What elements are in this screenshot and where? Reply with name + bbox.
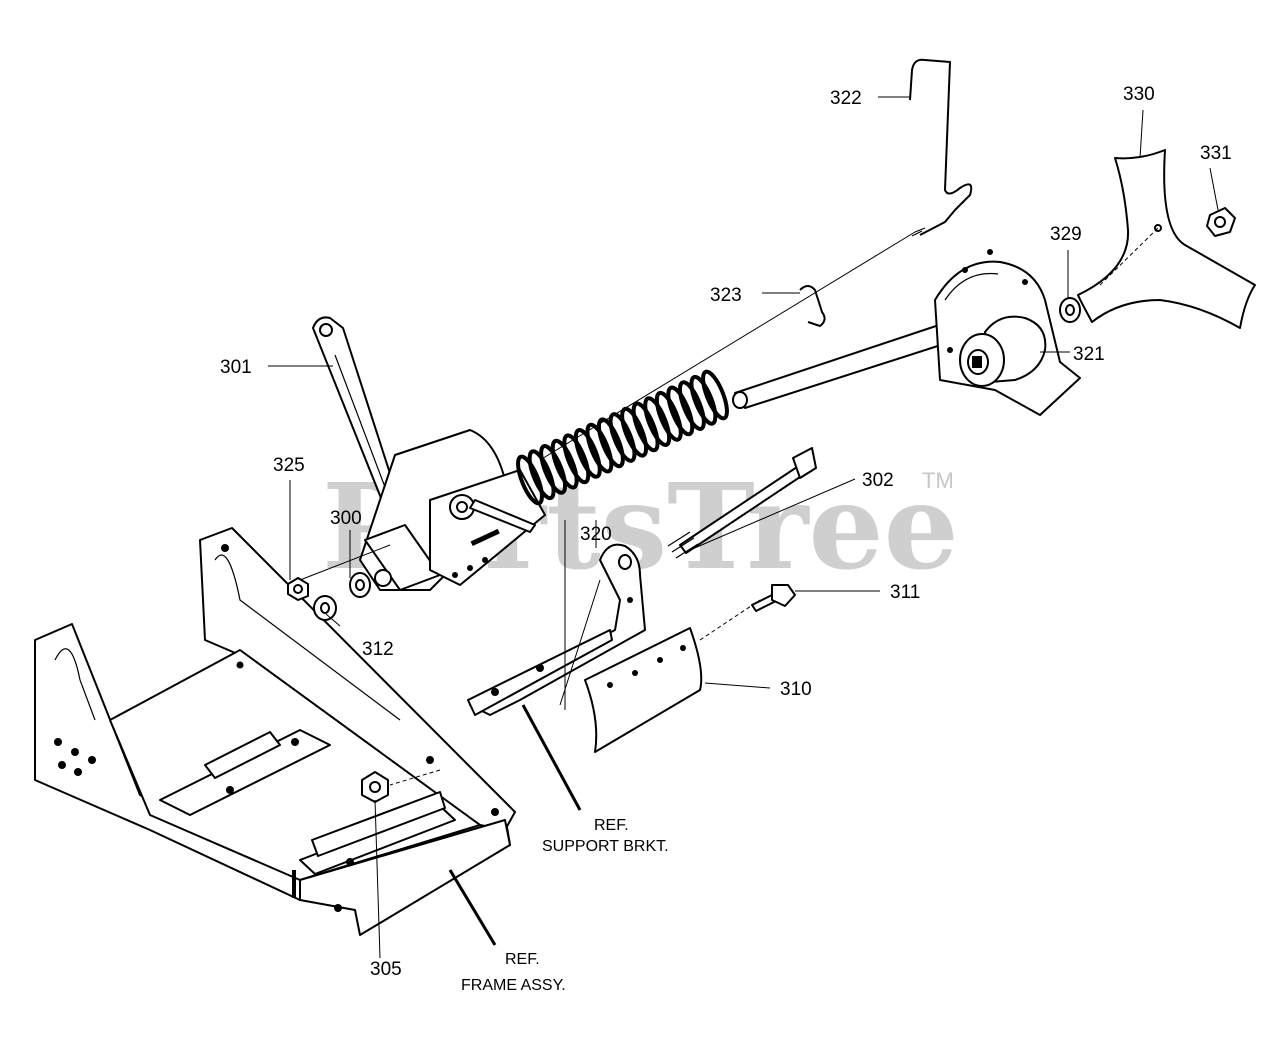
s-hook-323 (799, 285, 826, 327)
callout-labels: 322 330 331 329 323 321 301 325 302 300 … (220, 84, 1232, 980)
callout-301: 301 (220, 357, 252, 378)
callout-322: 322 (830, 88, 862, 109)
plate-310 (584, 627, 703, 753)
callout-300: 300 (330, 508, 362, 529)
spring-coil (666, 385, 695, 437)
spring-coil (608, 412, 637, 463)
spring-coil (596, 417, 625, 469)
frame-assembly-label: FRAME ASSY. (461, 977, 566, 994)
watermark-trademark: TM (922, 468, 954, 493)
screw-311 (751, 584, 796, 612)
callout-305: 305 (370, 959, 402, 980)
leader-lines (268, 96, 1219, 959)
reference-notes: REF. SUPPORT BRKT. REF. FRAME ASSY. (461, 817, 669, 994)
callout-312: 312 (362, 639, 394, 660)
support-bracket (467, 543, 646, 716)
washer-300 (349, 572, 371, 598)
pivot-plate-assembly (359, 429, 546, 591)
control-handle (312, 316, 397, 509)
frame-ref-label: REF. (505, 951, 540, 968)
callout-323: 323 (710, 285, 742, 306)
callout-320: 320 (580, 524, 612, 545)
bolt-302 (667, 447, 817, 559)
spring-coil (677, 380, 706, 431)
support-bracket-label: SUPPORT BRKT. (542, 838, 669, 855)
spring-coil (516, 454, 544, 506)
spring-coil (631, 401, 660, 453)
support-ref-label: REF. (594, 817, 629, 834)
spring-coil (689, 374, 718, 426)
spring-coil (585, 422, 614, 474)
callout-329: 329 (1050, 224, 1082, 245)
callout-311: 311 (890, 582, 920, 603)
spring-coil (701, 369, 729, 421)
spring-coil (654, 390, 683, 442)
knob (1077, 149, 1256, 329)
spring-coil (550, 438, 579, 490)
callout-310: 310 (780, 679, 812, 700)
nut-325 (287, 577, 309, 601)
rod-322 (909, 58, 973, 237)
spring-coil (539, 444, 568, 495)
spring-coil (573, 428, 602, 479)
callout-321: 321 (1073, 344, 1105, 365)
rod-assembly (732, 249, 1081, 416)
spring-coil (643, 396, 672, 447)
callout-331: 331 (1200, 143, 1232, 164)
callout-325: 325 (273, 455, 305, 476)
spring-coil (562, 433, 591, 485)
callout-330: 330 (1123, 84, 1155, 105)
washer-329 (1059, 297, 1081, 323)
callout-302: 302 (862, 470, 894, 491)
frame-assembly (34, 527, 516, 936)
spring-coil (527, 449, 556, 501)
nut-331 (1206, 207, 1236, 237)
spring (516, 369, 729, 506)
nut-305 (361, 771, 389, 803)
washer-312 (313, 595, 337, 621)
